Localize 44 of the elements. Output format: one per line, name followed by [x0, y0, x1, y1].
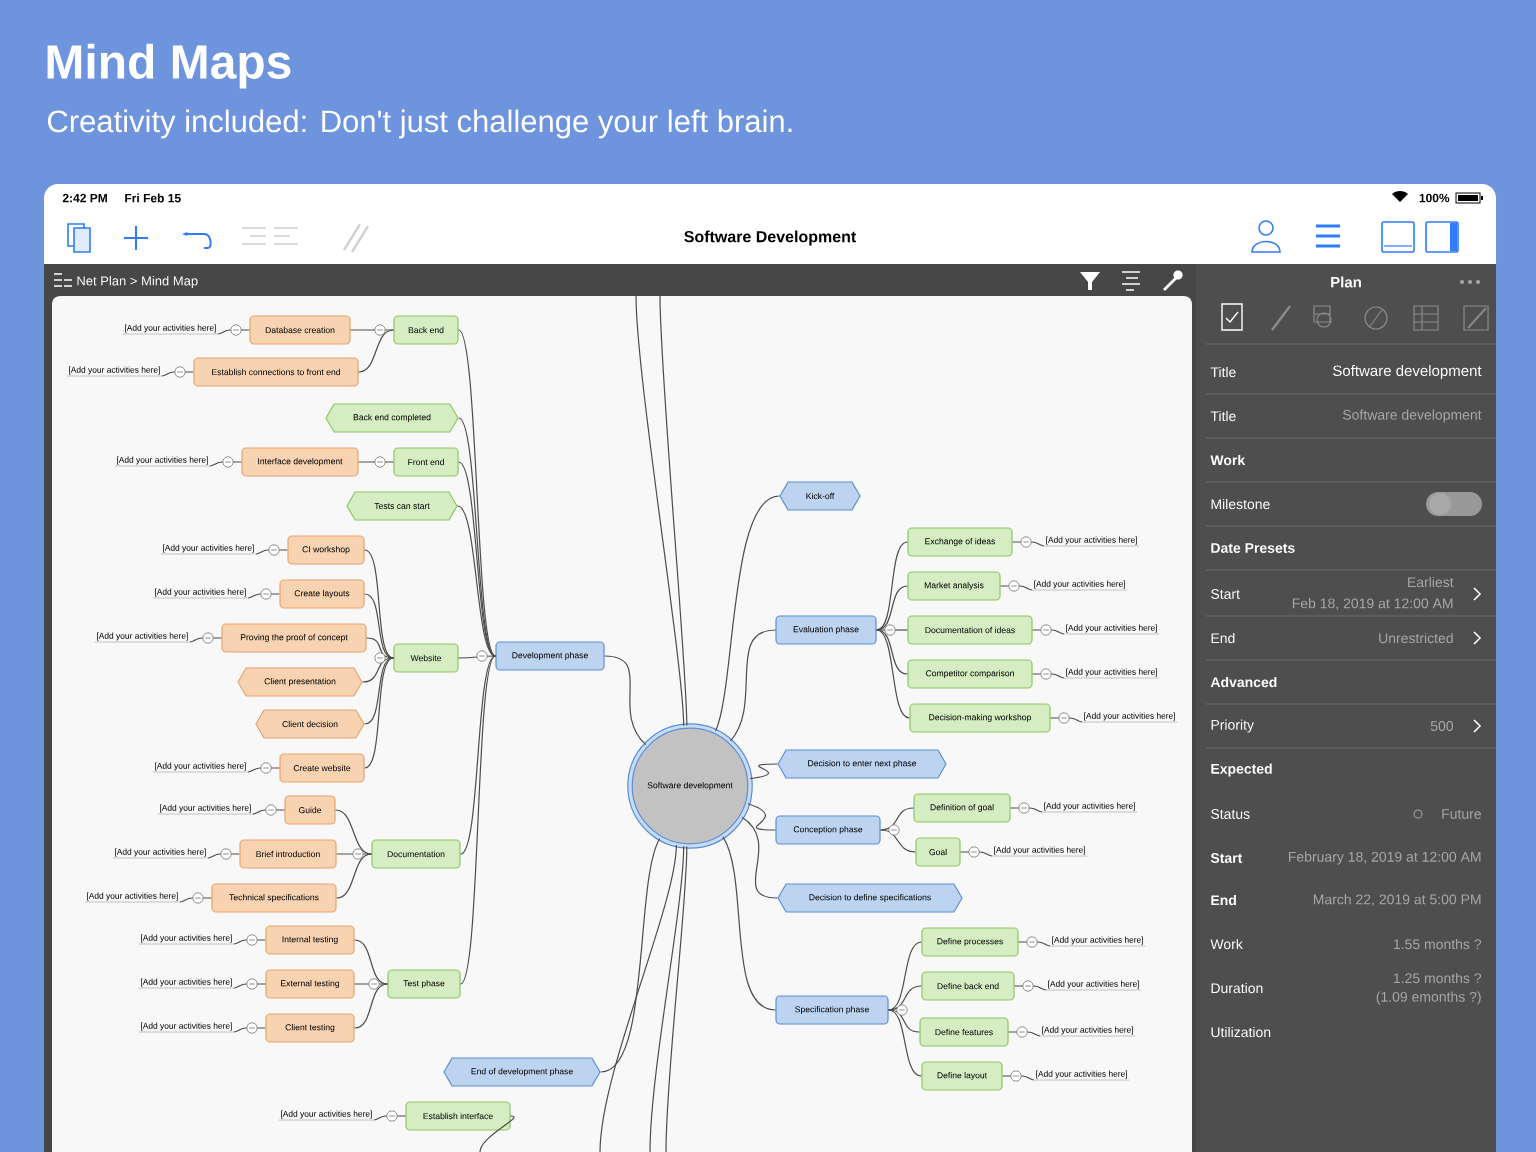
connector-line [649, 845, 685, 1152]
connector-line [457, 505, 496, 657]
connector-line [880, 807, 914, 831]
subtitle: Creativity included: Don't just challenge your left brain. [47, 109, 792, 139]
connector-line [335, 809, 372, 855]
connector-line [747, 803, 776, 831]
connector-line [362, 657, 394, 683]
connector-line [604, 655, 647, 746]
connector-line [888, 1009, 920, 1033]
connector-line [722, 836, 776, 1011]
connector-line [876, 585, 908, 631]
connector-line [659, 295, 688, 727]
connector-line [479, 1115, 515, 1152]
connector-line [458, 417, 496, 657]
connector-line [460, 655, 496, 855]
connector-line [364, 657, 394, 769]
page-title: Mind Maps [47, 43, 291, 89]
connector-line [364, 657, 394, 725]
connector-line [665, 845, 688, 1152]
connector-line [599, 844, 677, 1152]
connector-line [741, 816, 778, 899]
connector-line [366, 637, 394, 659]
connector-line [876, 629, 908, 675]
connector-line [876, 541, 908, 631]
connector-line [458, 329, 496, 657]
connector-line [729, 629, 776, 742]
connector-line [358, 329, 394, 373]
connector-line [715, 495, 780, 732]
connector-line [354, 939, 388, 985]
connector-line [458, 461, 496, 657]
connector-line [880, 829, 916, 853]
connector-line [876, 629, 910, 719]
connector-line [460, 655, 496, 985]
connector-line [600, 837, 661, 1073]
connector-line [888, 941, 922, 1011]
connector-line [354, 983, 388, 1029]
connector-line [364, 593, 394, 659]
connector-line [888, 985, 922, 1011]
window-title: Software Development [684, 230, 857, 246]
connector-line [635, 295, 685, 727]
connector-line [749, 763, 778, 780]
connector-line [364, 549, 394, 659]
connector-line [888, 1009, 922, 1077]
connector-line [336, 853, 372, 899]
